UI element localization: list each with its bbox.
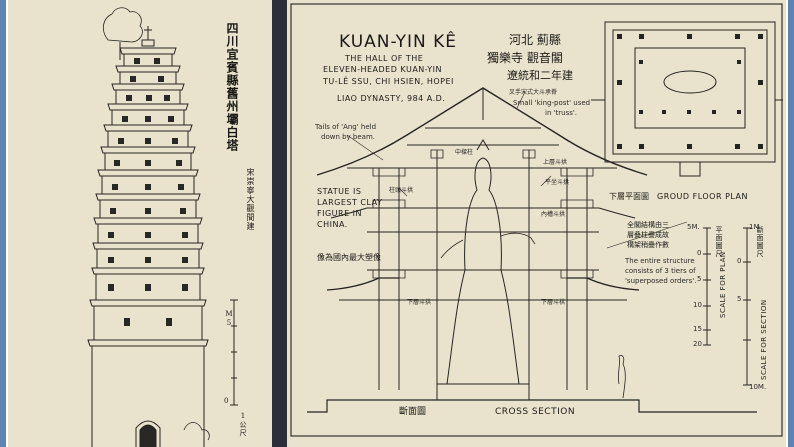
plan-tick-5m: 5M. (687, 223, 700, 231)
chinese-date: 遼統和二年建 (507, 69, 573, 82)
pagoda-drawing (87, 7, 238, 447)
pagoda-vertical-title: 四川宜賓縣舊州壩白塔 (225, 22, 239, 152)
finial (141, 26, 155, 47)
kingpost-note-cn: 叉手宋式大斗承脊 (509, 89, 558, 96)
ang-note-2: down by beam. (321, 133, 376, 141)
kuanyin-drawing (290, 3, 783, 437)
plan-tick-20: 20 (693, 340, 702, 348)
statue-note-3: FIGURE IN (317, 209, 363, 218)
section-tag-3: 平坐斗拱 (545, 179, 570, 186)
section-scale-bar (743, 227, 751, 386)
left-scale-label: M5 (225, 310, 233, 328)
section-title-line-4: TU-LÊ SSU, CHI HSIEN, HOPEI (323, 77, 454, 86)
chinese-title: 獨樂寺 觀音閣 (487, 51, 563, 65)
section-scale-label: SCALE FOR SECTION (760, 299, 768, 380)
section-tag-7: 下層斗栱 (541, 299, 566, 306)
kingpost-note: Small 'king-post' used (513, 99, 591, 107)
niches (108, 58, 188, 326)
right-border (788, 0, 794, 447)
kingpost-note-2: in 'truss'. (545, 109, 578, 117)
left-scale-bar (230, 299, 238, 406)
pagoda-vertical-subtitle: 宋崇寧大觀間建 (246, 168, 255, 231)
pagoda-doorway (135, 420, 161, 447)
section-tick-5: 5 (737, 295, 742, 303)
plan-scale-bar (703, 227, 711, 346)
panel-gap (272, 0, 287, 447)
pagoda-drawing-panel: 四川宜賓縣舊州壩白塔 宋崇寧大觀間建 M5 0 1公尺 (8, 0, 272, 447)
pagoda-storeys (87, 47, 209, 447)
statue-outline (446, 157, 520, 385)
section-tag-4: 上層斗拱 (543, 159, 568, 166)
section-tick-0: 0 (737, 257, 742, 265)
section-title-line-5: LIAO DYNASTY, 984 A.D. (337, 94, 446, 103)
statue-note-4: CHINA. (317, 220, 348, 229)
kuanyin-drawing-panel: KUAN-YIN KÊ THE HALL OF THE ELEVEN-HEADE… (287, 0, 786, 447)
section-caption-cn: 斷面圖 (399, 407, 427, 417)
plan-tick-0: 0 (697, 249, 702, 257)
section-title-line-2: THE HALL OF THE (345, 54, 424, 63)
section-tag-1: 中樑柱 (455, 149, 474, 156)
plan-tick-5: 5 (697, 275, 702, 283)
drawing-border (290, 3, 783, 437)
section-tick-10m: 10M. (749, 383, 767, 391)
left-scale-zero: 0 (224, 397, 229, 405)
section-tag-5: 下層斗拱 (407, 299, 432, 306)
plan-tick-10: 10 (693, 301, 702, 309)
orders-note-3: 'superposed orders'. (625, 277, 697, 285)
left-scale-unit: 1公尺 (239, 412, 247, 437)
ground-floor-plan (591, 21, 783, 177)
section-tag-6: 內槽斗拱 (541, 211, 566, 218)
section-caption: CROSS SECTION (495, 407, 576, 417)
section-main-title: KUAN-YIN KÊ (339, 32, 458, 52)
left-border (0, 0, 6, 447)
plan-scale-label: SCALE FOR PLAN (719, 251, 727, 318)
section-tag-2: 柱頭斗拱 (389, 187, 414, 194)
statue-note-1: STATUE IS (317, 187, 362, 196)
orders-note-cn-2: 層叠柱疊成故 (627, 231, 669, 239)
statue-note-2: LARGEST CLAY (317, 198, 383, 207)
orders-note-2: consists of 3 tiers of (625, 267, 696, 275)
statue-note-cn: 像為國內最大塑像 (317, 253, 381, 262)
ang-note: Tails of 'Ang' held (315, 123, 377, 131)
plan-tick-15: 15 (693, 325, 702, 333)
section-title-line-3: ELEVEN-HEADED KUAN-YIN (323, 65, 442, 74)
chinese-location: 河北 薊縣 (509, 33, 561, 47)
orders-note-cn-1: 全閣結構由三 (627, 221, 669, 229)
section-scale-cn: 斷面圖尺 (756, 226, 764, 258)
orders-note-1: The entire structure (625, 257, 695, 265)
plan-caption-cn: 下層平面圖 (609, 192, 649, 201)
orders-note-cn-3: 構架稍疊作數 (627, 241, 669, 249)
plan-scale-cn: 平面圖尺 (715, 226, 723, 258)
tree-sketch (102, 7, 143, 43)
plan-caption: GROUD FLOOR PLAN (657, 192, 749, 201)
cross-section (307, 87, 757, 413)
section-tick-1m: 1M (749, 223, 760, 231)
